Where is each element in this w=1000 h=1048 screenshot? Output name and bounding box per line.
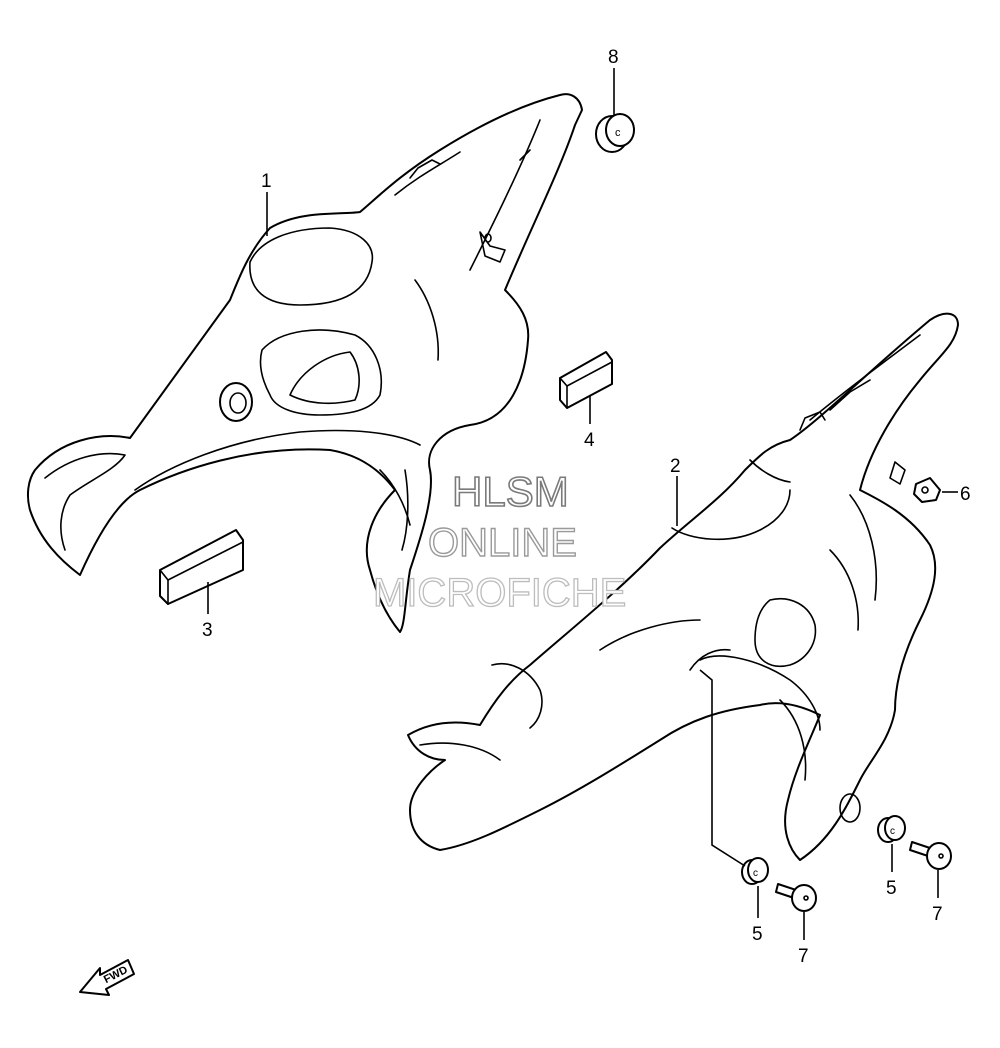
callout-7-right: 7 [932,904,943,925]
callout-2: 2 [670,456,681,477]
svg-text:c: c [615,127,621,139]
callout-4: 4 [584,430,595,451]
callout-6: 6 [960,484,971,505]
svg-text:c: c [753,868,758,879]
part-5-grommet-lower: c [741,857,769,885]
forward-arrow-icon: FWD [79,959,135,996]
part-1-left-frame-cover [26,93,583,633]
part-2-right-frame-cover [407,312,959,861]
callout-5-lower: 5 [752,924,763,945]
part-4-cushion-pad [559,351,613,409]
callout-1: 1 [261,171,272,192]
part-6-clip-nut [913,477,941,503]
callout-7-lower: 7 [798,946,809,967]
watermark-line-2: ONLINE [428,521,577,565]
part-7-screw-lower [775,883,817,912]
part-8-grommet: c [595,113,635,153]
part-5-grommet-right: c [877,815,906,843]
part-7-screw-right [909,841,952,870]
callout-8: 8 [608,47,619,68]
svg-text:c: c [890,826,895,837]
watermark-line-3: MICROFICHE [373,571,626,615]
callout-5-right: 5 [886,878,897,899]
watermark-line-1: HLSM [452,468,569,515]
callout-3: 3 [202,620,213,641]
leader-lines [207,68,958,940]
part-3-cushion-pad [159,529,244,605]
